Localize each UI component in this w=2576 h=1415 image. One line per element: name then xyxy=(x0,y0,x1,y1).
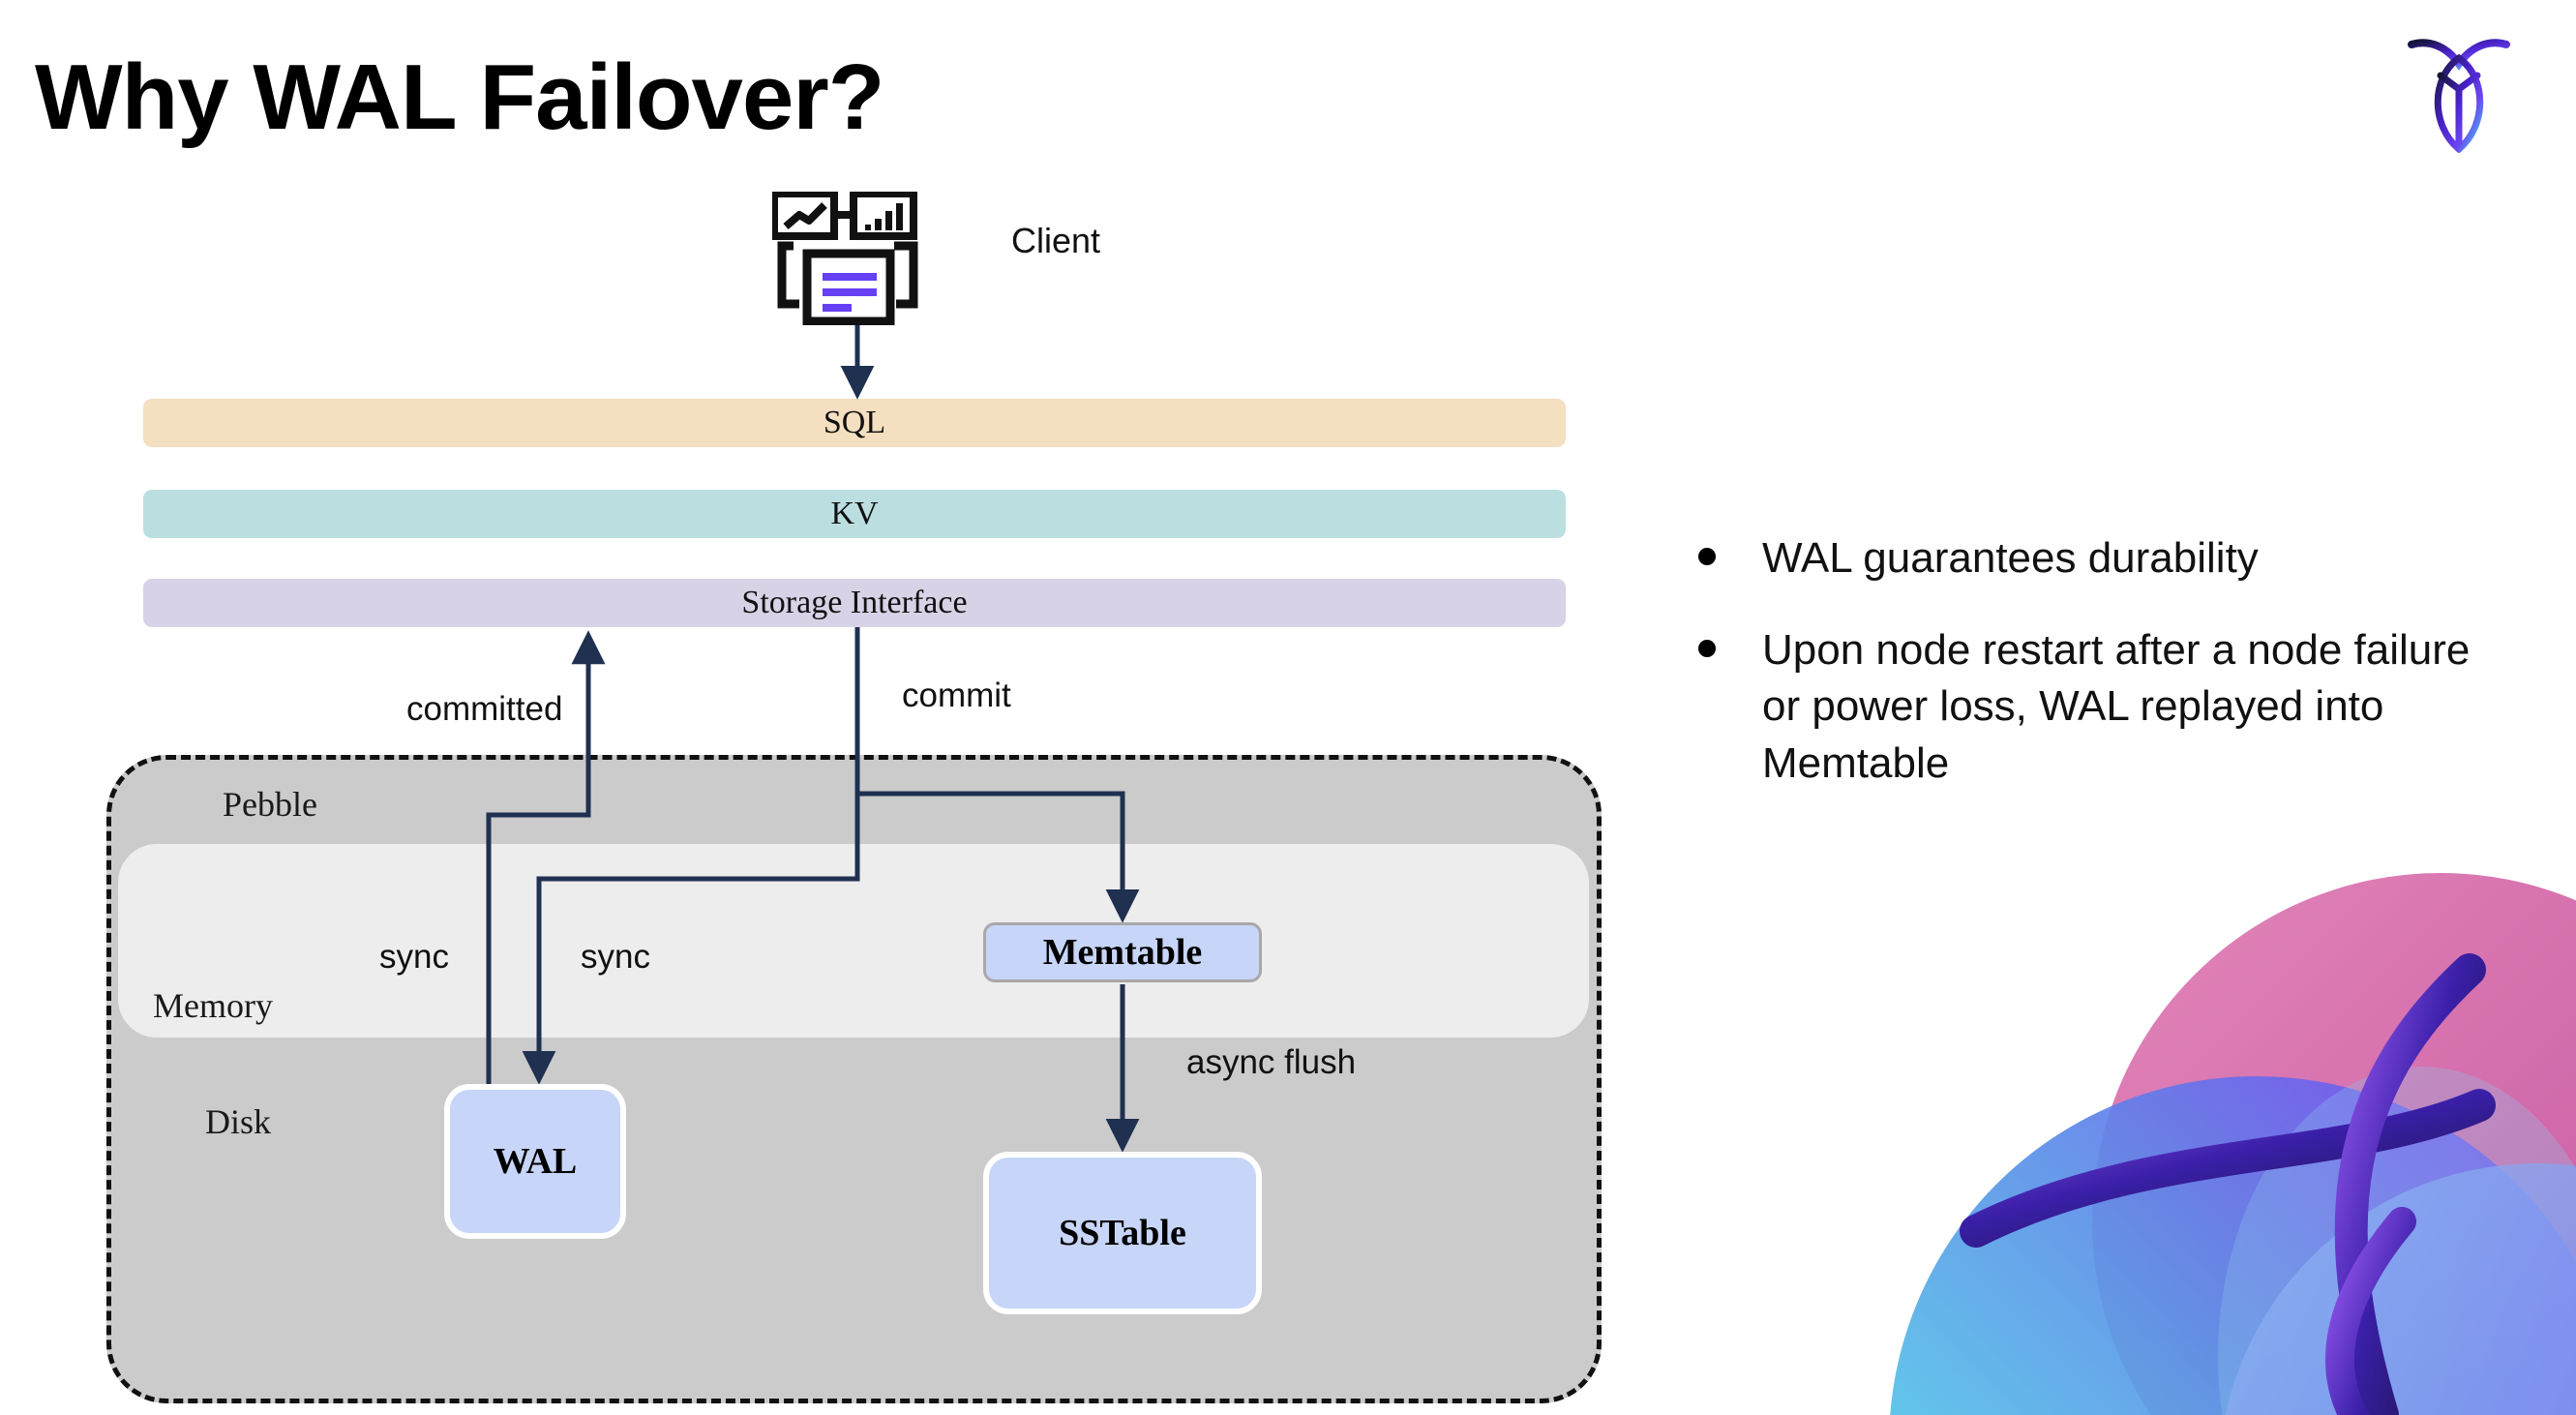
node-memtable: Memtable xyxy=(983,922,1262,982)
bullet-dot-icon xyxy=(1698,548,1716,565)
client-monitoring-icon xyxy=(770,190,923,326)
memory-label: Memory xyxy=(153,986,273,1025)
architecture-diagram: Client SQL KV Storage Interface Pebble M… xyxy=(106,190,1602,1403)
layer-label-kv: KV xyxy=(830,496,879,531)
edge-label-sync-a: sync xyxy=(379,938,449,976)
node-label-sstable: SSTable xyxy=(1059,1213,1186,1253)
edge-label-sync-b: sync xyxy=(581,938,650,976)
layer-label-sql: SQL xyxy=(823,405,886,440)
layer-bar-storage-interface: Storage Interface xyxy=(143,579,1566,627)
edge-label-commit: commit xyxy=(902,677,1011,714)
client-label: Client xyxy=(1011,221,1101,260)
bullet-list: WAL guarantees durability Upon node rest… xyxy=(1698,530,2511,827)
node-label-memtable: Memtable xyxy=(1042,932,1203,973)
list-item: Upon node restart after a node failure o… xyxy=(1698,622,2511,793)
layer-label-storage-interface: Storage Interface xyxy=(741,585,968,620)
edge-label-committed: committed xyxy=(406,690,563,728)
layer-bar-sql: SQL xyxy=(143,399,1566,447)
layer-bar-kv: KV xyxy=(143,490,1566,538)
node-label-wal: WAL xyxy=(493,1141,578,1182)
decorative-logo-artwork xyxy=(1802,815,2576,1415)
pebble-label: Pebble xyxy=(223,785,317,824)
node-sstable: SSTable xyxy=(983,1152,1262,1314)
disk-label: Disk xyxy=(205,1102,272,1141)
edge-label-async-flush: async flush xyxy=(1186,1043,1357,1081)
cockroachdb-logo xyxy=(2406,33,2512,154)
bullet-text: Upon node restart after a node failure o… xyxy=(1762,625,2471,787)
node-wal: WAL xyxy=(444,1084,626,1239)
memory-region xyxy=(118,844,1589,1038)
bullet-dot-icon xyxy=(1698,639,1716,657)
bullet-text: WAL guarantees durability xyxy=(1762,534,2259,582)
page-title: Why WAL Failover? xyxy=(35,45,884,149)
list-item: WAL guarantees durability xyxy=(1698,530,2511,587)
